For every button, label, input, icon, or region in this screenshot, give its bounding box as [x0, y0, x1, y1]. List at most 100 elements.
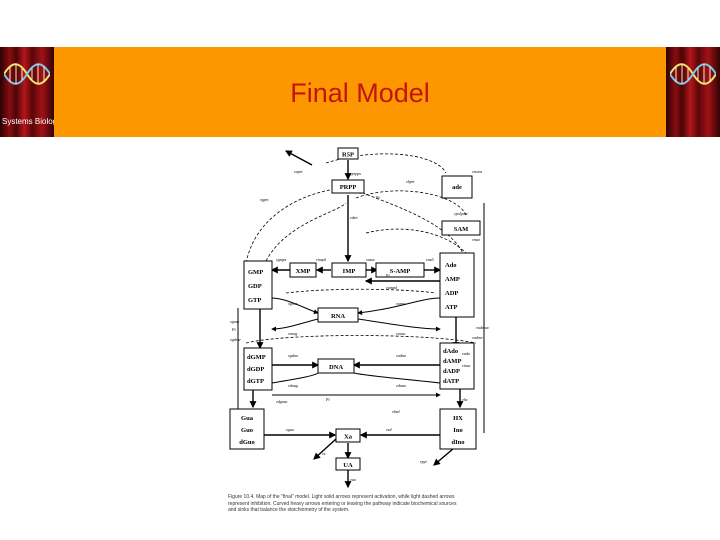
flux-vx: vx: [322, 451, 326, 456]
a-pool-node: [439, 252, 475, 318]
flux-vgua: vgua: [286, 427, 294, 432]
hx-pool-node: [439, 408, 477, 450]
dna-label: DNA: [329, 364, 343, 371]
gua-pool-label-2: dGuo: [239, 439, 255, 446]
hx-pool-label-0: HX: [453, 415, 463, 422]
flux-pi-3: Pi: [231, 327, 236, 332]
flux-vden: vden: [350, 215, 358, 220]
flux-vpyr: vpyr: [420, 459, 428, 464]
flux-vhx: vhx: [462, 397, 468, 402]
xa-node: [335, 428, 361, 443]
flux-vgnuc: vgnuc: [230, 319, 240, 324]
dna-node: [317, 358, 355, 374]
gmp-inhibits-prpp: [245, 187, 337, 264]
purine-metabolism-diagram: R5P PRPP ade SAM GMP GDP GTP XMP IMP S-A…: [229, 147, 490, 489]
prpp-to-sam: [355, 190, 467, 216]
adk-label: ade: [452, 184, 462, 191]
flux-vasli: vasli: [426, 257, 434, 262]
flux-vpolyam: vpolyam: [454, 211, 468, 216]
imp-node: [331, 262, 367, 278]
flux-vtrans: vtrans: [472, 169, 482, 174]
dntp-regulation: [245, 335, 477, 344]
flux-vdnag: vdnag: [288, 383, 298, 388]
systems-biology-logo-right: [666, 47, 720, 137]
dna-a-exchange: [353, 372, 441, 384]
hx-pool-label-2: dIno: [451, 439, 464, 446]
r5p-node: [337, 147, 359, 160]
flux-vimpd: vimpd: [316, 257, 327, 262]
xa-label: Xa: [344, 434, 353, 441]
gua-pool-node: [229, 408, 265, 450]
flux-vadenuc: vadenuc: [476, 325, 490, 330]
prpp-label: PRPP: [340, 184, 357, 191]
a-pool-label-3: ATP: [445, 304, 458, 311]
da-pool-label-1: dAMP: [443, 358, 461, 365]
flux-vaprt: vaprt: [294, 169, 303, 174]
gua-pool-label-1: Guo: [241, 427, 253, 434]
flux-vrnag: vrnag: [288, 331, 297, 336]
flux-vdgnuc: vdgnuc: [276, 399, 288, 404]
rna-node: [317, 307, 359, 323]
da-pool-label-3: dATP: [443, 378, 459, 385]
dg-pool-label-2: dGTP: [247, 378, 264, 385]
flux-vgdrnr: vgdrnr: [230, 337, 241, 342]
flux-vdnaa: vdnaa: [396, 383, 406, 388]
dna-helix-icon: [4, 63, 50, 85]
flux-varna: varna: [396, 301, 405, 306]
dg-pool-node: [243, 347, 273, 391]
adk-node: [441, 175, 473, 199]
sam-inhibition: [365, 228, 467, 254]
slide-title: Final Model: [290, 78, 430, 108]
figure-caption: Figure 10.4. Map of the "final" model. L…: [228, 494, 457, 513]
systems-biology-logo-left: Systems Biology: [0, 47, 54, 137]
prpp-node: [331, 179, 365, 194]
flux-vhxd: vhxd: [392, 409, 401, 414]
g-pool-label-0: GMP: [248, 269, 263, 276]
gdp-inhibits-amidotransferase: [265, 202, 347, 262]
flux-vadrnr: vadrnr: [472, 335, 483, 340]
flux-vmat: vmat: [472, 237, 481, 242]
rna-to-gmp-arrow: [271, 318, 319, 332]
g-pool-node: [243, 260, 273, 310]
prpp-consumption-arrow: [284, 150, 313, 166]
a-pool-label-1: AMP: [445, 276, 460, 283]
flux-vada: vada: [462, 351, 470, 356]
flux-vua: vua: [350, 477, 356, 482]
flux-vgrna: vgrna: [288, 301, 297, 306]
xa-out-arrow: [313, 438, 337, 460]
atp-inhibits-prpp: [357, 190, 467, 262]
da-pool-label-2: dADP: [443, 368, 460, 375]
rna-to-amp-arrow: [357, 318, 441, 332]
samp-label: S-AMP: [390, 268, 411, 275]
flux-vasuc: vasuc: [366, 257, 375, 262]
flux-vgdna: vgdna: [288, 353, 298, 358]
hx-pool-label-1: Ino: [453, 427, 462, 434]
sam-node: [441, 220, 481, 236]
flux-vgmps: vgmps: [276, 257, 287, 262]
gua-pool-label-0: Gua: [241, 415, 254, 422]
dg-pool-label-0: dGMP: [247, 354, 266, 361]
flux-vgprt: vgprt: [260, 197, 269, 202]
g-pool-label-2: GTP: [248, 297, 261, 304]
flux-pi-2: Pi: [385, 273, 390, 278]
dg-pool-label-1: dGDP: [247, 366, 264, 373]
samp-node: [375, 262, 425, 278]
dna-helix-icon: [670, 63, 716, 85]
gtp-atp-crosstalk: [285, 288, 437, 294]
logo-text: Systems Biology: [2, 117, 54, 126]
flux-vampd: vampd: [386, 285, 398, 290]
gtp-to-rna-arrow: [271, 297, 319, 315]
imp-label: IMP: [343, 268, 356, 275]
da-pool-label-0: dAdo: [443, 348, 458, 355]
flux-pi-4: Pi: [325, 397, 330, 402]
flux-pi-1: Pi: [375, 195, 380, 200]
xmp-node: [289, 262, 317, 278]
rna-label: RNA: [331, 313, 345, 320]
flux-vhprt: vhprt: [406, 179, 415, 184]
ua-node: [335, 457, 361, 471]
flux-vrnaa: vrnaa: [396, 331, 405, 336]
g-pool-label-1: GDP: [248, 283, 262, 290]
atp-to-rna-arrow: [357, 297, 441, 316]
r5p-label: R5P: [342, 152, 354, 159]
flux-vxd: vxd: [386, 427, 393, 432]
